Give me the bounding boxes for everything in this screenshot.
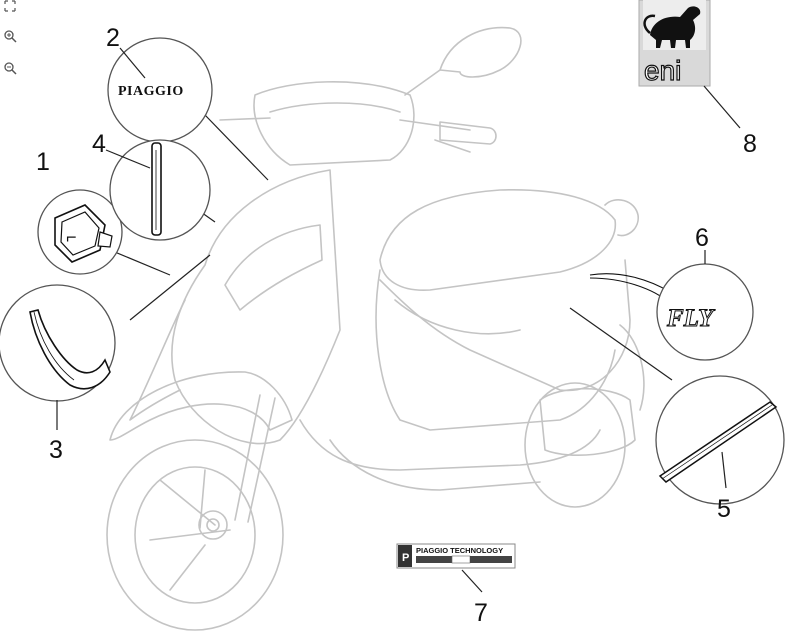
technology-plate-text: PIAGGIO TECHNOLOGY [416,546,503,555]
callout-2[interactable]: PIAGGIO 2 [106,24,269,181]
zoom-out-icon[interactable] [4,62,17,75]
viewer-toolbar [4,0,17,75]
callout-number-7: 7 [474,599,488,627]
callout-number-1: 1 [36,148,50,176]
svg-text:⌐: ⌐ [66,227,77,247]
callout-number-4: 4 [92,130,106,158]
callout-8[interactable]: eni 8 [638,0,757,158]
scooter-outline [106,26,645,631]
six-legged-dog-icon [650,6,701,48]
callout-number-3: 3 [49,436,63,464]
callout-6[interactable]: FLY 6 [589,224,754,361]
fly-wordmark: FLY [666,305,716,332]
callout-3[interactable]: 3 [0,254,211,464]
zoom-in-icon[interactable] [4,30,17,43]
callout-4[interactable]: 4 [92,130,216,241]
callout-number-8: 8 [743,130,757,158]
eni-wordmark: eni [644,55,681,86]
piaggio-wordmark: PIAGGIO [118,84,184,99]
callout-7[interactable]: P PIAGGIO TECHNOLOGY 7 [396,543,516,627]
callout-number-6: 6 [695,224,709,252]
callout-number-2: 2 [106,24,120,52]
callout-1[interactable]: ⌐ 1 [36,148,171,276]
callout-5[interactable]: 5 [569,307,785,523]
svg-text:P: P [402,552,409,564]
callout-number-5: 5 [717,495,731,523]
fit-page-icon[interactable] [4,0,16,12]
